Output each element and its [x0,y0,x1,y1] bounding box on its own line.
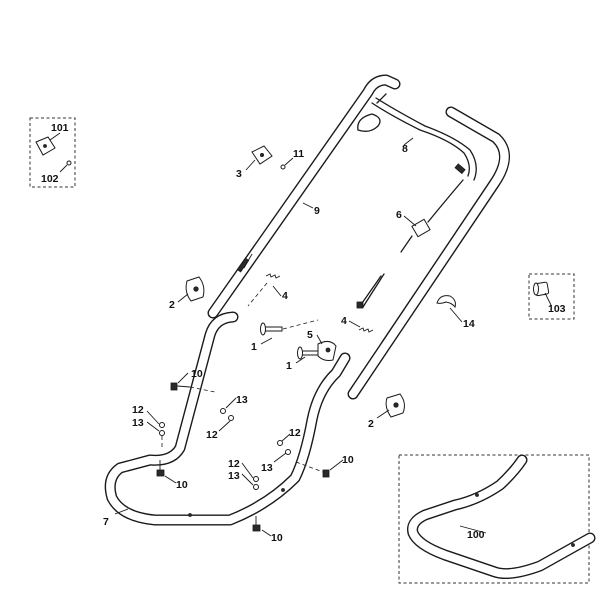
callout-labels: 101 102 103 3 11 9 8 6 2 4 4 1 1 5 14 2 … [41,122,566,544]
callout-6: 6 [396,209,402,221]
inset-box-101-102 [29,117,76,188]
callout-100: 100 [467,529,485,541]
lever-5 [317,340,337,361]
leader-lines [49,132,552,537]
washers-bottom [253,476,259,490]
callout-1-lower: 1 [286,360,292,372]
upper-handle-right [347,106,510,400]
callout-8: 8 [402,143,408,155]
callout-4-lower: 4 [341,315,347,327]
callout-9: 9 [314,205,320,217]
upper-handle-left [207,74,401,319]
callout-10-a: 10 [191,368,203,380]
callout-4-upper: 4 [282,290,288,302]
cable-adjuster [356,179,464,309]
callout-5: 5 [307,329,313,341]
callout-101: 101 [51,122,69,134]
bolt-10-c [295,461,330,478]
washers-right [277,440,291,455]
callout-11: 11 [293,148,304,160]
callout-1-upper: 1 [251,341,257,353]
brake-cable [357,93,477,181]
callout-13-c: 13 [261,462,273,474]
callout-10-d: 10 [271,532,283,544]
cable-guide-101 [35,136,72,166]
inset-box-103 [528,273,575,320]
callout-103: 103 [548,303,566,315]
lower-handle-frame [104,311,351,526]
clamp-knob-right [385,393,405,418]
spring-upper [247,273,281,307]
inset-box-100 [398,454,590,584]
callout-12-d: 12 [228,458,240,470]
bolt-10-b [156,460,165,477]
callout-2-right: 2 [368,418,374,430]
callout-13-b: 13 [236,394,248,406]
callout-13-a: 13 [132,417,144,429]
callout-12-c: 12 [289,427,301,439]
pin-lower [297,346,319,360]
knob-103 [533,281,550,297]
cable-hook-14 [436,295,456,309]
callout-10-b: 10 [176,479,188,491]
bolt-10-a [170,382,216,393]
washers-left [159,422,165,450]
callout-2-left: 2 [169,299,175,311]
callout-3: 3 [236,168,242,180]
callout-14: 14 [463,318,475,330]
clamp-knob-left [185,276,205,302]
spring-lower [358,327,374,333]
callout-12-a: 12 [132,404,144,416]
callout-102: 102 [41,173,59,185]
pin-upper [260,319,319,336]
bolt-10-d [252,516,261,532]
washers-mid [220,408,234,421]
handle-inset-100 [407,454,596,579]
callout-10-c: 10 [342,454,354,466]
callout-12-b: 12 [206,429,218,441]
cable-guide-3 [251,145,286,170]
callout-13-d: 13 [228,470,240,482]
callout-7: 7 [103,516,109,528]
